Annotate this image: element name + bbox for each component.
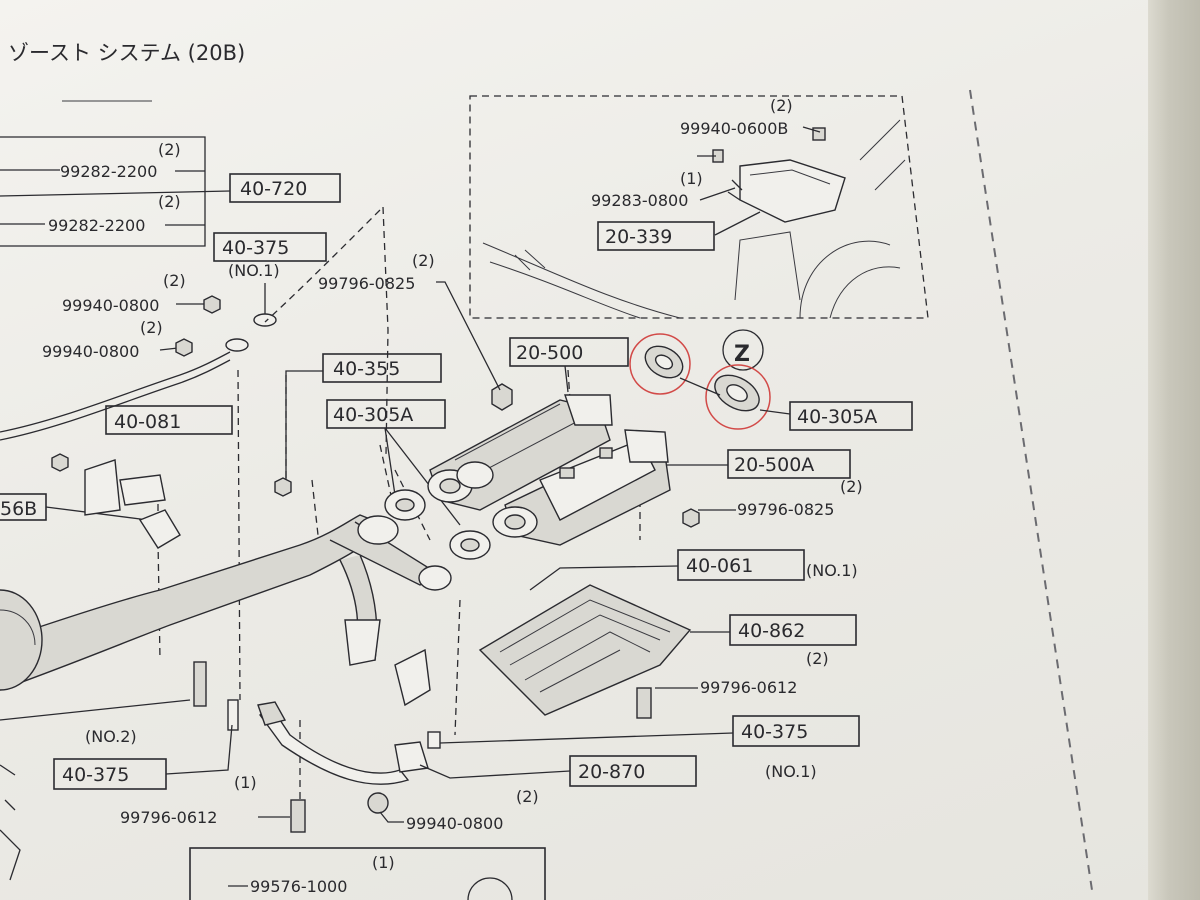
part-no-99796-0825-right: 99796-0825 — [737, 500, 834, 519]
leader-20-870 — [419, 764, 571, 779]
no1-right: (NO.1) — [806, 561, 858, 580]
part-no-99940-0600b: 99940-0600B — [680, 119, 788, 138]
qty-2-e: (2) — [840, 477, 863, 496]
no1-top: (NO.1) — [228, 261, 280, 280]
catalytic-converter-20-500a — [492, 429, 671, 546]
qty-2-f: (2) — [806, 649, 829, 668]
label-40-305a-left: 40-305A — [333, 404, 413, 426]
leader-99796-0825-top — [436, 281, 501, 391]
label-box-40-720 — [229, 173, 341, 203]
page-edge-shadow — [1148, 0, 1200, 900]
page-title: ゾースト システム (20B) — [8, 41, 245, 65]
support-rod — [0, 351, 231, 433]
bracket-40-081 — [84, 459, 181, 549]
inset-body-sketch — [482, 119, 906, 319]
leader-40-355 — [285, 370, 323, 480]
qty-inset-1: (1) — [680, 169, 703, 188]
inset-detail-frame — [469, 95, 929, 319]
gasket-highlighted-a — [629, 333, 691, 395]
label-40-720: 40-720 — [240, 178, 307, 200]
label-20-500: 20-500 — [516, 342, 583, 364]
gasket-highlighted-b — [705, 364, 771, 430]
label-box-40-375-top — [213, 232, 327, 262]
qty-2-a: (2) — [158, 140, 181, 159]
inset-bracket-part — [712, 127, 846, 223]
part-no-99940-0800-c: 99940-0800 — [406, 814, 503, 833]
heat-shield-40-862 — [478, 584, 692, 716]
flange-gaskets — [384, 489, 491, 560]
part-no-99796-0612-right: 99796-0612 — [700, 678, 797, 697]
label-box-20-500 — [509, 337, 629, 367]
label-40-375-top: 40-375 — [222, 237, 289, 259]
bottom-detail-frame — [189, 847, 546, 900]
label-box-40-862 — [729, 614, 857, 646]
part-no-99283-0800: 99283-0800 — [591, 191, 688, 210]
part-no-99796-0825-top: 99796-0825 — [318, 274, 415, 293]
front-pipe — [0, 514, 452, 707]
part-no-99282-2200-b: 99282-2200 — [48, 216, 145, 235]
qty-2-d: (2) — [140, 318, 163, 337]
label-box-20-500a — [727, 449, 851, 479]
leader-40-375-right — [439, 732, 734, 744]
part-no-99940-0800-b: 99940-0800 — [42, 342, 139, 361]
label-box-40-081 — [105, 405, 233, 435]
leader-no2 — [0, 699, 191, 721]
z-mark-circle — [722, 329, 764, 371]
cut-line — [969, 89, 1093, 891]
part-no-99796-0612-left: 99796-0612 — [120, 808, 217, 827]
leader-40-305a-right — [759, 409, 791, 415]
leader-40-061 — [529, 565, 679, 591]
part-no-99576-1000: 99576-1000 — [250, 877, 347, 896]
leader-40-720 — [0, 190, 231, 197]
leader-40-305a-left — [384, 427, 461, 526]
bottom-ref-circle — [467, 877, 513, 900]
label-40-375-right: 40-375 — [741, 721, 808, 743]
leader-gasket — [679, 377, 721, 396]
leader-99940-b — [159, 347, 179, 351]
label-20-339: 20-339 — [605, 226, 672, 248]
leader-40-375-bottom — [165, 724, 233, 775]
no2-label: (NO.2) — [85, 727, 137, 746]
part-no-99282-2200-a: 99282-2200 — [60, 162, 157, 181]
leader-99940-c — [379, 811, 404, 823]
small-fasteners — [51, 295, 700, 833]
label-20-500a: 20-500A — [734, 454, 814, 476]
inset-leaders — [697, 126, 821, 236]
catalytic-converter-20-500 — [427, 394, 613, 511]
label-40-081: 40-081 — [114, 411, 181, 433]
qty-2-c: (2) — [163, 271, 186, 290]
rod-20-870 — [257, 701, 429, 785]
qty-1-a: (1) — [234, 773, 257, 792]
no1-bottom-right: (NO.1) — [765, 762, 817, 781]
leader-20-500 — [564, 365, 569, 393]
label-40-862: 40-862 — [738, 620, 805, 642]
label-56b: 56B — [0, 498, 37, 520]
support-rod-2 — [0, 359, 231, 441]
label-box-40-355 — [322, 353, 442, 383]
qty-2-b: (2) — [158, 192, 181, 211]
label-20-870: 20-870 — [578, 761, 645, 783]
qty-2-top: (2) — [412, 251, 435, 270]
qty-1-b: (1) — [372, 853, 395, 872]
label-box-40-375-right — [732, 715, 860, 747]
part-no-99940-0800-a: 99940-0800 — [62, 296, 159, 315]
label-box-40-305a-right — [789, 401, 913, 431]
label-40-355: 40-355 — [333, 358, 400, 380]
label-40-375-bottom: 40-375 — [62, 764, 129, 786]
label-40-061: 40-061 — [686, 555, 753, 577]
label-box-20-339 — [597, 221, 715, 251]
z-mark: Z — [734, 342, 750, 367]
qty-2-g: (2) — [516, 787, 539, 806]
label-box-40-305a-left — [326, 399, 446, 429]
label-40-305a-right: 40-305A — [797, 406, 877, 428]
label-box-40-061 — [677, 549, 805, 581]
qty-inset-2: (2) — [770, 96, 793, 115]
left-edge-fragments — [0, 764, 21, 881]
